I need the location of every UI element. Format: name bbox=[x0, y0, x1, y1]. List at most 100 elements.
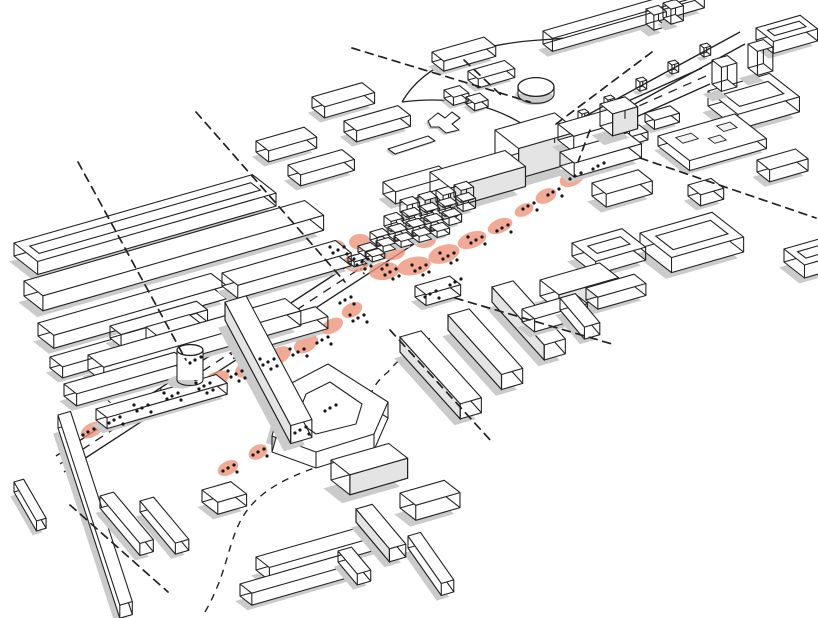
building-roof bbox=[139, 496, 190, 544]
building-roof bbox=[23, 199, 325, 297]
rail-viaduct bbox=[555, 31, 746, 145]
person-dot bbox=[356, 316, 360, 320]
person-dot bbox=[526, 204, 530, 208]
building-roof bbox=[465, 92, 489, 105]
building bbox=[515, 76, 555, 105]
person-dot bbox=[328, 406, 332, 410]
person-dot bbox=[383, 273, 387, 277]
person-dot bbox=[199, 355, 203, 359]
building-roof bbox=[447, 308, 524, 376]
person-dot bbox=[388, 270, 392, 274]
person-dot bbox=[441, 257, 445, 261]
cylinder-body bbox=[177, 350, 203, 380]
person-dot bbox=[351, 319, 355, 323]
person-dot bbox=[205, 391, 209, 395]
person-dot bbox=[452, 251, 456, 255]
person-dot bbox=[149, 410, 153, 414]
person-dot bbox=[291, 353, 295, 357]
axis-dashed-line bbox=[463, 59, 503, 97]
cylinder-side bbox=[176, 350, 204, 387]
person-dot bbox=[140, 406, 144, 410]
person-dot bbox=[385, 263, 389, 267]
buildings bbox=[9, 0, 818, 618]
building bbox=[235, 553, 357, 611]
person-dot bbox=[532, 201, 536, 205]
person-dot bbox=[194, 381, 198, 385]
building-shadow bbox=[702, 89, 728, 102]
person-dot bbox=[579, 171, 583, 175]
person-dot bbox=[188, 361, 192, 365]
building-roof bbox=[443, 85, 470, 98]
building-base bbox=[455, 201, 477, 213]
person-dot bbox=[535, 208, 539, 212]
building-roof bbox=[13, 478, 47, 522]
building bbox=[441, 85, 470, 109]
person-dot bbox=[232, 463, 236, 467]
person-dot bbox=[328, 245, 332, 249]
building bbox=[581, 273, 647, 315]
activity-zone bbox=[369, 261, 399, 281]
building bbox=[53, 410, 133, 618]
building bbox=[135, 496, 190, 559]
person-dot bbox=[573, 174, 577, 178]
person-dot bbox=[424, 263, 428, 267]
building-roof bbox=[109, 300, 209, 336]
person-dot bbox=[92, 427, 96, 431]
person-dot bbox=[343, 298, 347, 302]
person-dot bbox=[391, 277, 395, 281]
person-dot bbox=[269, 367, 273, 371]
person-dot bbox=[423, 295, 427, 299]
courtyard bbox=[28, 182, 262, 255]
building bbox=[386, 135, 436, 156]
person-dot bbox=[506, 223, 510, 227]
person-dot bbox=[320, 338, 324, 342]
person-dot bbox=[266, 360, 270, 364]
building-roof bbox=[337, 546, 372, 575]
person-dot bbox=[288, 347, 292, 351]
building-roof bbox=[383, 211, 405, 223]
building-roof bbox=[99, 491, 154, 545]
building bbox=[752, 148, 809, 187]
building-roof bbox=[756, 148, 809, 171]
building-roof bbox=[577, 108, 590, 115]
person-dot bbox=[459, 277, 463, 281]
person-dot bbox=[258, 357, 262, 361]
building-roof bbox=[417, 190, 439, 202]
building-roof bbox=[330, 442, 409, 476]
building-roof bbox=[453, 180, 475, 192]
person-dot bbox=[434, 289, 438, 293]
person-dot bbox=[193, 358, 197, 362]
building bbox=[555, 293, 601, 345]
building bbox=[751, 14, 818, 59]
building bbox=[463, 92, 489, 114]
person-dot bbox=[302, 347, 306, 351]
person-dot bbox=[437, 296, 441, 300]
activity-zone bbox=[487, 217, 513, 235]
person-dot bbox=[336, 248, 340, 252]
building bbox=[59, 351, 188, 411]
person-dot bbox=[107, 421, 111, 425]
building-roof bbox=[399, 479, 461, 506]
person-dot bbox=[256, 450, 260, 454]
activity-zone bbox=[320, 317, 344, 335]
person-dot bbox=[421, 273, 425, 277]
building bbox=[363, 247, 386, 265]
person-dot bbox=[360, 260, 364, 264]
person-dot bbox=[162, 391, 166, 395]
person-dot bbox=[355, 263, 359, 267]
building-roof bbox=[429, 149, 527, 189]
person-dot bbox=[568, 177, 572, 181]
roof-opening bbox=[715, 121, 739, 132]
person-dot bbox=[170, 394, 174, 398]
building-roof bbox=[711, 55, 738, 68]
courtyard bbox=[586, 236, 632, 255]
building-roof bbox=[644, 105, 680, 121]
axis-dashed-line bbox=[77, 161, 187, 361]
person-dot bbox=[466, 235, 470, 239]
person-dot bbox=[438, 251, 442, 255]
building-roof bbox=[455, 191, 477, 203]
person-dot bbox=[235, 470, 239, 474]
person-dot bbox=[557, 187, 561, 191]
building bbox=[702, 55, 738, 102]
